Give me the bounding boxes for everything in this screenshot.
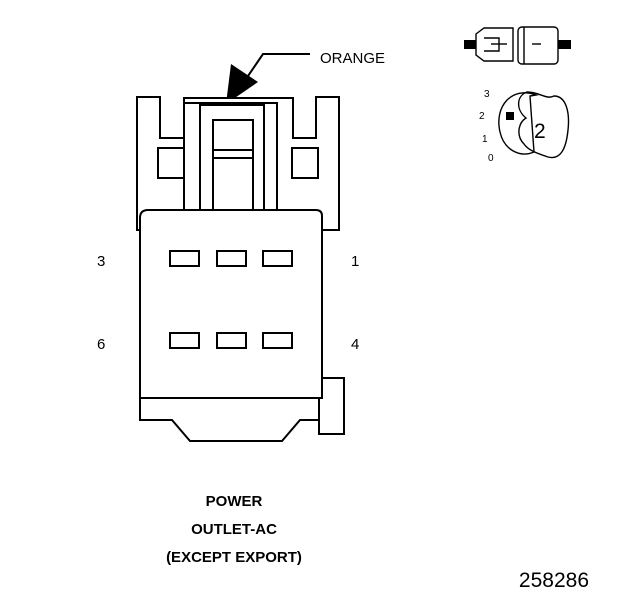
terminal-cavity-5 bbox=[216, 332, 247, 349]
connector-polarization-key bbox=[318, 377, 345, 435]
connector-face bbox=[139, 209, 323, 399]
caption-line-2: OUTLET-AC bbox=[191, 521, 277, 538]
key-position-indicator: 3 2 1 0 2 bbox=[479, 89, 570, 164]
key-position-label-2: 2 bbox=[479, 111, 485, 122]
terminal-cavity-1 bbox=[262, 250, 293, 267]
connector-bottom-skirt bbox=[139, 394, 324, 442]
key-fob bbox=[517, 91, 570, 159]
connector-body bbox=[136, 96, 345, 442]
wire-stub-left bbox=[464, 40, 476, 49]
key-position-marker bbox=[506, 112, 514, 120]
pin-label-top-left: 3 bbox=[97, 253, 105, 270]
selected-key-number: 2 bbox=[534, 120, 546, 143]
figure-number: 258286 bbox=[519, 569, 589, 592]
callout-arrowhead bbox=[226, 64, 258, 104]
key-position-label-1: 1 bbox=[482, 134, 488, 145]
wire-stub-right bbox=[558, 40, 571, 49]
connector-half-male bbox=[475, 27, 514, 62]
callout-leader-line bbox=[247, 53, 310, 77]
key-position-label-0: 0 bbox=[488, 153, 494, 164]
terminal-cavity-3 bbox=[169, 250, 200, 267]
caption-line-1: POWER bbox=[206, 493, 263, 510]
wire-color-callout: ORANGE bbox=[226, 50, 385, 104]
connector-halves-icon bbox=[464, 26, 571, 65]
pin-label-top-right: 1 bbox=[351, 253, 359, 270]
connector-left-rib bbox=[157, 147, 185, 179]
key-ring-back bbox=[498, 92, 539, 155]
terminal-cavity-4 bbox=[262, 332, 293, 349]
terminal-cavity-2 bbox=[216, 250, 247, 267]
pin-label-bottom-right: 4 bbox=[351, 336, 359, 353]
caption-line-3: (EXCEPT EXPORT) bbox=[166, 549, 302, 566]
key-position-label-3: 3 bbox=[484, 89, 490, 100]
connector-right-rib bbox=[291, 147, 319, 179]
wire-color-label: ORANGE bbox=[320, 50, 385, 67]
pin-label-bottom-left: 6 bbox=[97, 336, 105, 353]
terminal-cavity-6 bbox=[169, 332, 200, 349]
